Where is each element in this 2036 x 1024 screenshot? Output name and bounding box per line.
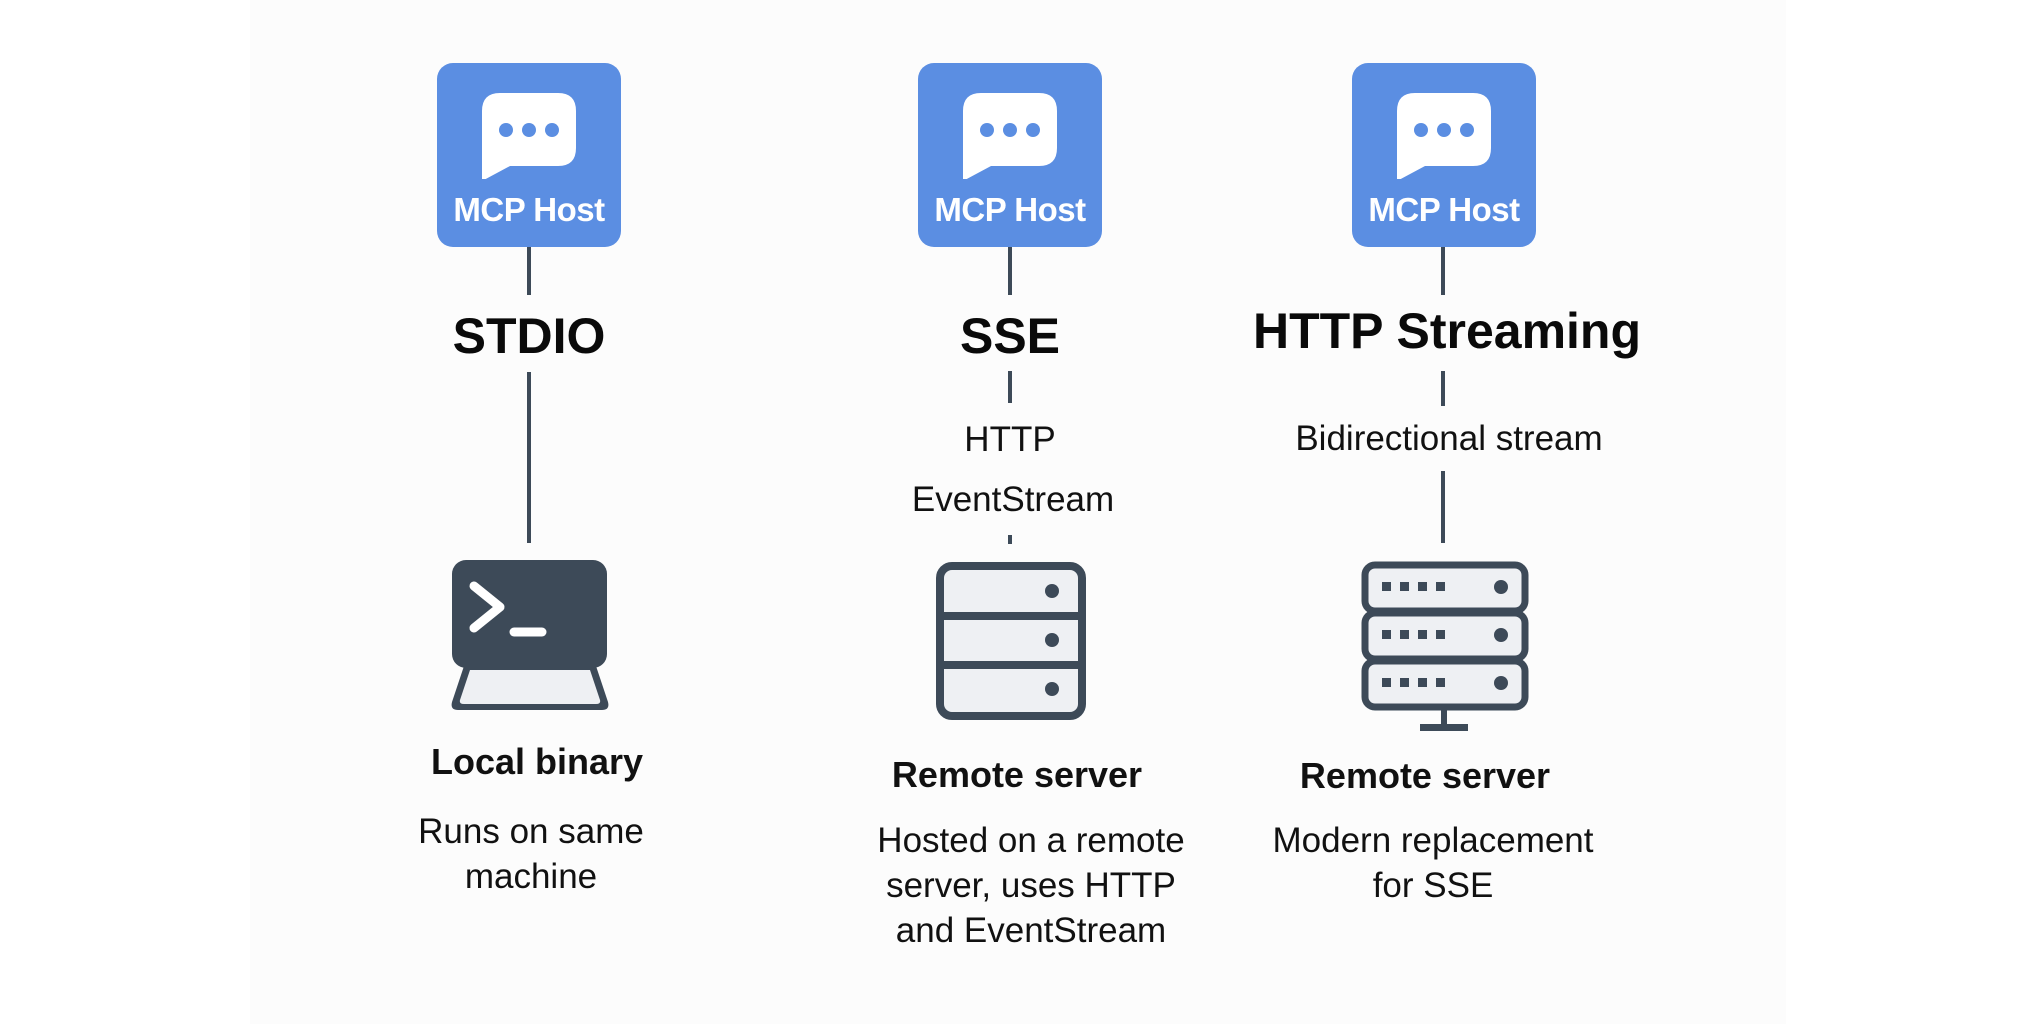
connection-label: EventStream <box>911 480 1115 519</box>
chat-bubble-icon <box>1397 93 1491 179</box>
connector-line <box>1008 371 1012 403</box>
server-icon <box>936 562 1086 720</box>
description-line: machine <box>464 857 598 896</box>
description-line: Hosted on a remote <box>877 821 1185 860</box>
connector-line <box>1441 247 1445 295</box>
connector-line <box>527 372 531 543</box>
description-line: for SSE <box>1372 866 1494 905</box>
mcp-host-box-http-streaming: MCP Host <box>1352 63 1536 247</box>
transport-title-stdio: STDIO <box>452 308 606 364</box>
mcp-host-label: MCP Host <box>453 191 605 228</box>
terminal-laptop-icon <box>451 560 609 710</box>
mcp-host-box-sse: MCP Host <box>918 63 1102 247</box>
description-line: Modern replacement <box>1272 821 1594 860</box>
device-title-http-streaming: Remote server <box>1299 755 1551 796</box>
connector-line <box>1008 535 1012 544</box>
connector-line <box>1008 247 1012 295</box>
connector-line <box>527 247 531 295</box>
device-description-stdio: Runs on same machine <box>281 809 781 899</box>
description-line: Runs on same <box>418 812 644 851</box>
connection-label: HTTP <box>964 420 1056 459</box>
device-description-sse: Hosted on a remote server, uses HTTP and… <box>781 818 1281 953</box>
connector-line <box>1441 371 1445 406</box>
transport-title-http-streaming: HTTP Streaming <box>1252 303 1642 359</box>
device-description-http-streaming: Modern replacement for SSE <box>1183 818 1683 908</box>
description-line: server, uses HTTP <box>886 866 1176 905</box>
mcp-host-label: MCP Host <box>934 191 1086 228</box>
connector-line <box>1441 471 1445 543</box>
chat-bubble-icon <box>482 93 576 179</box>
transport-title-sse: SSE <box>959 308 1061 364</box>
mcp-host-label: MCP Host <box>1368 191 1520 228</box>
description-line: and EventStream <box>895 911 1167 950</box>
server-rack-icon <box>1361 561 1529 731</box>
connection-label: Bidirectional stream <box>1295 419 1603 458</box>
device-title-sse: Remote server <box>891 754 1143 795</box>
mcp-host-box-stdio: MCP Host <box>437 63 621 247</box>
device-title-stdio: Local binary <box>430 741 644 782</box>
chat-bubble-icon <box>963 93 1057 179</box>
